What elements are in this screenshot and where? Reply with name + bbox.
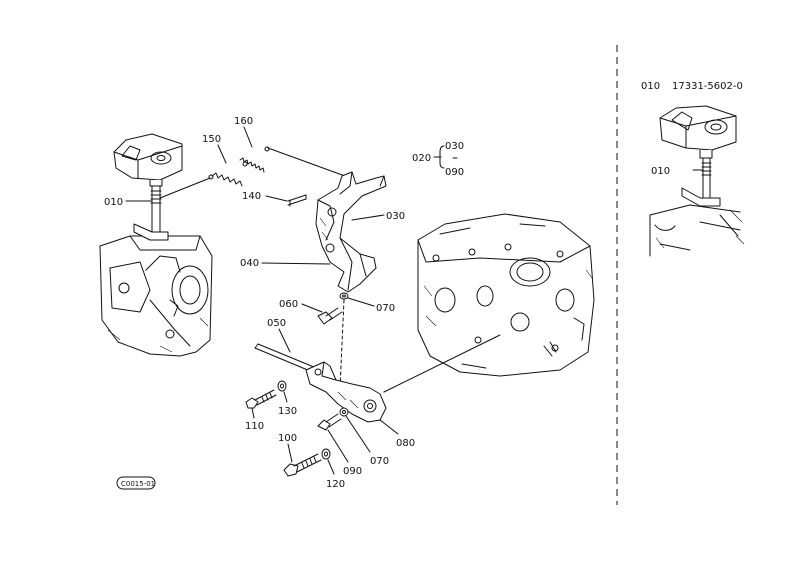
callout-020-090: 090 — [445, 167, 464, 178]
part-010-cover — [113, 133, 183, 241]
inset-part-number: 17331-5602-0 — [672, 81, 743, 92]
callout-130: 130 — [278, 406, 297, 417]
inset-ref: 010 — [641, 81, 660, 92]
callout-160: 160 — [234, 116, 253, 127]
part-120-washer — [321, 448, 331, 460]
callout-050: 050 — [267, 318, 286, 329]
callout-020-030: 030 — [445, 141, 464, 152]
part-150-spring — [208, 161, 248, 187]
part-070-lower-washer — [339, 407, 349, 417]
callout-020: 020 — [412, 153, 431, 164]
callout-110: 110 — [245, 421, 264, 432]
callout-100: 100 — [278, 433, 297, 444]
callout-070-bottom: 070 — [370, 456, 389, 467]
part-140-pin — [287, 194, 307, 207]
figure-code-box — [116, 476, 156, 490]
figure-code: C0015-01 — [121, 480, 155, 488]
callout-080: 080 — [396, 438, 415, 449]
part-080-lever — [305, 361, 387, 423]
part-060-bolt — [317, 307, 343, 325]
callout-040: 040 — [240, 258, 259, 269]
inset-cover-drawing — [649, 105, 745, 257]
callout-070-top: 070 — [376, 303, 395, 314]
callout-060: 060 — [279, 299, 298, 310]
part-030-040-lever — [315, 171, 387, 293]
part-110-bolt — [245, 389, 277, 409]
callout-030: 030 — [386, 211, 405, 222]
part-090-bolt — [317, 413, 342, 431]
callout-120: 120 — [326, 479, 345, 490]
part-160-spring — [239, 146, 270, 173]
part-070-washer — [339, 292, 349, 300]
callout-090: 090 — [343, 466, 362, 477]
inset-callout-010: 010 — [651, 166, 670, 177]
part-100-bolt — [283, 453, 322, 477]
callout-140: 140 — [242, 191, 261, 202]
engine-side-drawing — [99, 235, 213, 357]
engine-block-drawing — [417, 213, 595, 377]
callout-150: 150 — [202, 134, 221, 145]
callout-010: 010 — [104, 197, 123, 208]
part-130-washer — [277, 380, 287, 392]
